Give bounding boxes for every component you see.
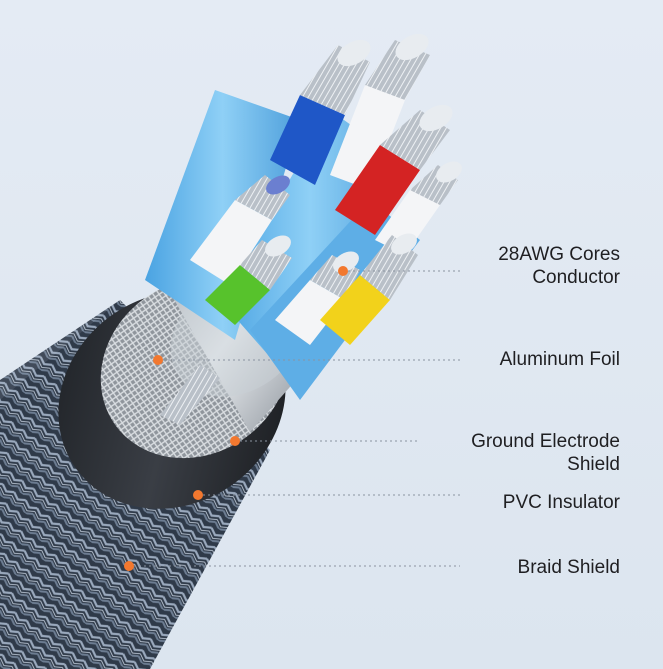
marker-pvc xyxy=(193,490,203,500)
label-28awg-cores-conductor: 28AWG Cores Conductor xyxy=(498,244,620,288)
wire-green xyxy=(205,235,292,325)
wire-white-front xyxy=(275,251,360,345)
marker-foil xyxy=(153,355,163,365)
marker-cores xyxy=(338,266,348,276)
wire-yellow xyxy=(320,233,418,345)
label-pvc-insulator: PVC Insulator xyxy=(502,492,620,513)
marker-braid xyxy=(124,561,134,571)
marker-ground xyxy=(230,436,240,446)
wire-red xyxy=(335,104,453,235)
label-aluminum-foil: Aluminum Foil xyxy=(499,349,620,370)
drain-strands xyxy=(160,365,220,425)
wire-blue xyxy=(270,39,371,185)
wire-white-left xyxy=(190,175,290,285)
wire-white-top xyxy=(330,33,430,190)
label-ground-electrode-shield: Ground Electrode Shield xyxy=(471,431,620,475)
label-braid-shield: Braid Shield xyxy=(517,557,620,578)
